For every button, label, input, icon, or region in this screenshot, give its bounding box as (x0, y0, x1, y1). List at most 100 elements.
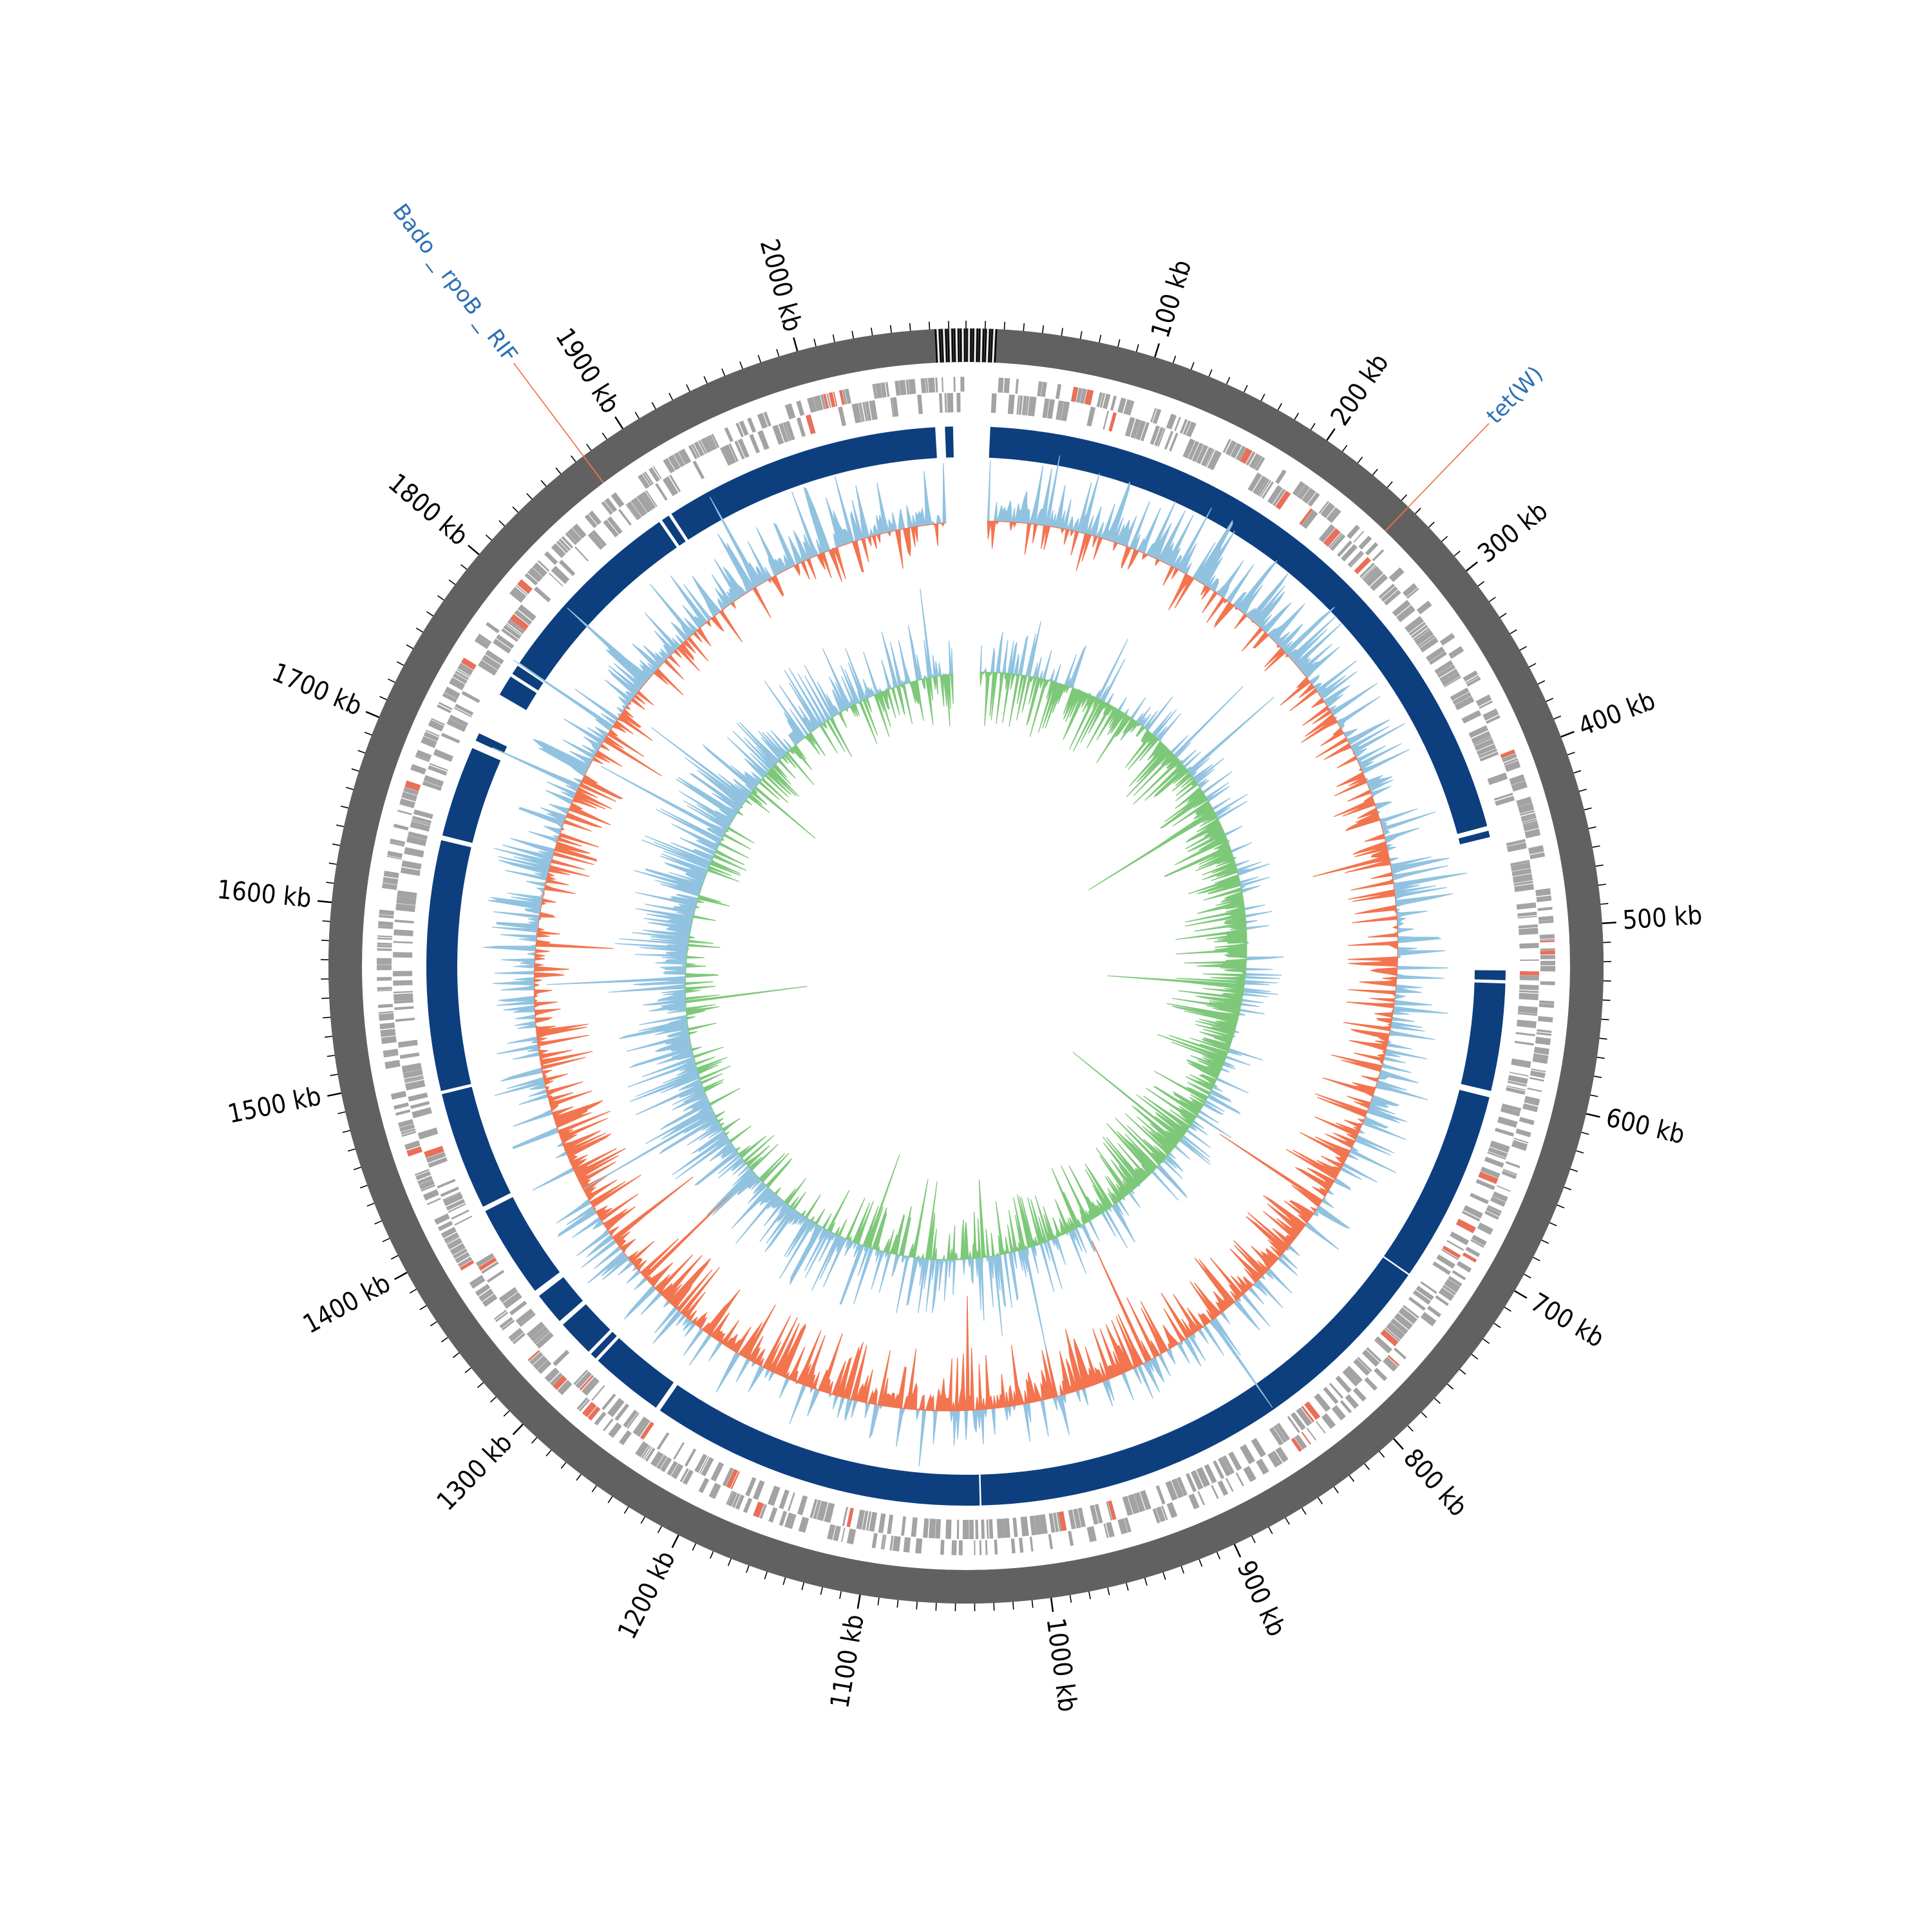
minor-tick (364, 732, 372, 736)
minor-tick (1277, 402, 1283, 411)
gene-block (880, 382, 887, 398)
gene-block (630, 497, 648, 517)
gene-block (1463, 670, 1479, 682)
gene-block (1495, 795, 1515, 806)
gene-block (395, 1018, 415, 1022)
gene-block (1186, 421, 1197, 437)
gene-block (1235, 446, 1247, 461)
gene-block (1522, 820, 1538, 827)
gene-block (446, 1236, 460, 1244)
minor-tick (1537, 680, 1546, 685)
gene-block (601, 1393, 616, 1410)
gene-block (428, 765, 448, 776)
minor-tick (896, 1600, 899, 1608)
gene-block (507, 619, 526, 634)
gene-block (1301, 1405, 1315, 1423)
gene-block (379, 1013, 394, 1021)
tick-label: 1600 kb (216, 875, 313, 913)
gene-block (1222, 1455, 1235, 1474)
gene-block (1396, 605, 1416, 623)
gene-block (1508, 1075, 1528, 1084)
gene-block (601, 501, 613, 515)
gene-block (535, 1331, 554, 1349)
contig-segment (442, 748, 501, 843)
gene-block (1086, 1526, 1097, 1542)
gene-block (1394, 1312, 1413, 1331)
gene-block (377, 948, 392, 951)
gene-block (1256, 1458, 1269, 1475)
gene-block (947, 393, 954, 413)
gene-block (1235, 1472, 1244, 1486)
minor-tick (1401, 494, 1408, 501)
gene-block (1518, 802, 1535, 814)
gene-block (735, 1494, 745, 1510)
minor-tick (1208, 369, 1213, 377)
origin-stripe (956, 328, 958, 363)
minor-tick (1504, 1307, 1511, 1312)
contig-segment (1461, 982, 1506, 1092)
gene-block (1383, 589, 1401, 606)
contig-segment (659, 1385, 980, 1506)
gene-block (1154, 426, 1164, 446)
gene-block (1345, 1394, 1359, 1409)
gene-block (1061, 401, 1070, 422)
gene-block (401, 1130, 417, 1137)
gene-block (1056, 1511, 1062, 1532)
gene-block (915, 1538, 923, 1554)
gene-block (1507, 1081, 1527, 1087)
gene-block (1323, 528, 1341, 547)
gene-block (1513, 1137, 1529, 1144)
gene-block (475, 1253, 495, 1267)
gene-block (1442, 1245, 1461, 1259)
gene-block (1486, 1207, 1501, 1217)
minor-tick (601, 432, 607, 440)
gene-block (1517, 915, 1537, 919)
annotation-line (1385, 422, 1490, 532)
gene-block (1330, 534, 1346, 551)
gene-block (1037, 381, 1043, 397)
gene-block (1428, 651, 1447, 665)
gene-block (509, 1300, 527, 1316)
gene-block (842, 1506, 849, 1526)
gene-block (1068, 1530, 1074, 1546)
tick-label: 1900 kb (549, 323, 625, 419)
gene-block (406, 835, 427, 846)
gene-block (1331, 1405, 1346, 1421)
minor-tick (703, 375, 708, 384)
gene-block (1251, 1437, 1266, 1458)
gc-content-positive (483, 455, 1468, 1466)
gene-block (1077, 1508, 1086, 1528)
gene-block (1511, 1140, 1528, 1151)
gene-block (460, 657, 477, 670)
gene-block (784, 403, 796, 420)
gene-block (1150, 425, 1160, 445)
gene-block (1519, 943, 1539, 949)
gene-block (1020, 1516, 1029, 1537)
origin-stripe (986, 328, 989, 363)
gene-block (737, 438, 750, 459)
gene-block (399, 1124, 415, 1132)
gene-block (377, 989, 392, 992)
gene-block (482, 1294, 498, 1307)
gene-block (1161, 1505, 1168, 1520)
minor-tick (820, 1587, 823, 1595)
gene-block (1490, 1141, 1510, 1153)
contig-segment (1383, 1090, 1490, 1274)
gene-block (827, 1524, 836, 1540)
gene-block (1540, 940, 1555, 943)
gene-block (1272, 1450, 1283, 1465)
gene-block (925, 377, 929, 393)
gene-block (1103, 1523, 1109, 1539)
gene-block (1512, 873, 1533, 884)
gene-block (457, 1256, 473, 1267)
minor-tick (347, 1148, 355, 1152)
gene-block (551, 565, 570, 584)
gene-block (1196, 1467, 1211, 1488)
gene-block (1106, 1501, 1113, 1521)
gene-block (1476, 744, 1497, 756)
gene-block (641, 1445, 651, 1459)
gene-block (471, 1278, 486, 1289)
minor-tick (555, 467, 562, 475)
gene-block (1520, 813, 1536, 820)
gene-block (1446, 1240, 1464, 1251)
